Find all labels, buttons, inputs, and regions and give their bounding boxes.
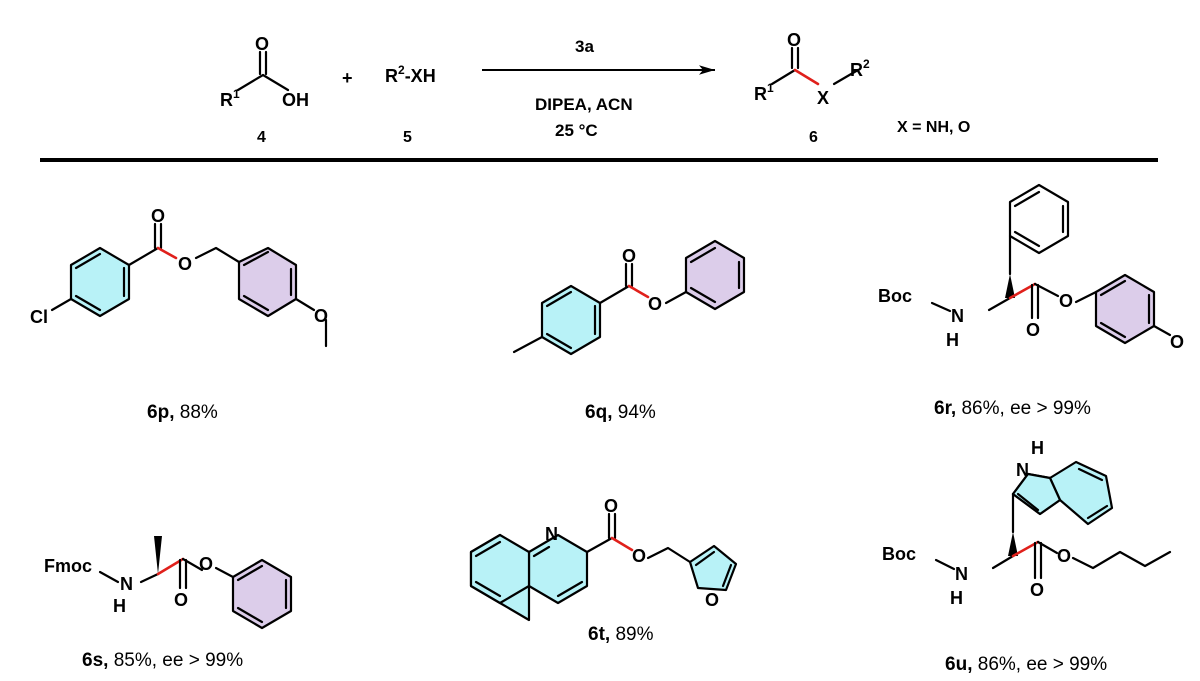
conditions-line-1: DIPEA, ACN	[535, 95, 633, 114]
amide-hydrogen: H	[946, 330, 959, 350]
reactant-r2-xh: R2-XH	[385, 63, 436, 86]
carbonyl-oxygen: O	[174, 590, 188, 610]
reactant-carboxylic-acid: O R1 OH	[220, 34, 309, 110]
compound-number-5: 5	[403, 129, 412, 146]
carbonyl-oxygen: O	[622, 246, 636, 266]
hydroxyl-label: OH	[282, 90, 309, 110]
compound-number-6: 6	[809, 129, 818, 146]
ester-oxygen: O	[178, 254, 192, 274]
amide-hydrogen: H	[950, 588, 963, 608]
product-x: X	[817, 88, 829, 108]
product-r1: R1	[754, 81, 774, 104]
amide-nitrogen: N	[951, 306, 964, 326]
caption-6s: 6s, 85%, ee > 99%	[82, 650, 243, 671]
x-definition: X = NH, O	[897, 119, 970, 136]
carbonyl-oxygen: O	[255, 34, 269, 54]
product-6: O R1 X R2	[754, 30, 870, 108]
carbonyl-oxygen: O	[1026, 320, 1040, 340]
amide-hydrogen: H	[113, 596, 126, 616]
structure-6p: Cl O O O	[30, 206, 328, 348]
indole-nitrogen: N	[1016, 460, 1029, 480]
methoxy-oxygen: O	[314, 306, 328, 326]
boc-label: Boc	[878, 286, 912, 306]
indole-h: H	[1031, 438, 1044, 458]
caption-6u: 6u, 86%, ee > 99%	[945, 654, 1107, 675]
structure-6q: O O	[512, 239, 746, 356]
r1-group: R1	[220, 87, 240, 110]
amide-nitrogen: N	[120, 574, 133, 594]
structure-6t: N O O O	[469, 496, 738, 622]
compound-number-4: 4	[257, 129, 266, 146]
ester-oxygen: O	[632, 546, 646, 566]
caption-6t: 6t, 89%	[588, 624, 654, 645]
structure-6s: Fmoc N H O O	[44, 536, 293, 630]
ester-oxygen: O	[199, 554, 213, 574]
reagent-label: 3a	[575, 37, 594, 56]
methoxy-oxygen: O	[1170, 332, 1184, 352]
structure-6u: H N Boc N H O O	[882, 438, 1172, 608]
boc-label: Boc	[882, 544, 916, 564]
quinoline-nitrogen: N	[545, 524, 558, 544]
conditions-line-2: 25 °C	[555, 121, 598, 140]
carbonyl-oxygen: O	[604, 496, 618, 516]
ester-oxygen: O	[1059, 291, 1073, 311]
plus-sign: +	[342, 68, 353, 88]
carbonyl-oxygen: O	[1030, 580, 1044, 600]
product-r2: R2	[850, 57, 870, 80]
ester-oxygen: O	[1057, 546, 1071, 566]
chlorine-label: Cl	[30, 307, 48, 327]
caption-6p: 6p, 88%	[147, 402, 218, 423]
caption-6r: 6r, 86%, ee > 99%	[934, 398, 1091, 419]
furan-oxygen: O	[705, 590, 719, 610]
ester-oxygen: O	[648, 294, 662, 314]
structure-6r: Boc N H O O O	[878, 183, 1184, 352]
product-carbonyl-oxygen: O	[787, 30, 801, 50]
fmoc-label: Fmoc	[44, 556, 92, 576]
amide-nitrogen: N	[955, 564, 968, 584]
carbonyl-oxygen: O	[151, 206, 165, 226]
caption-6q: 6q, 94%	[585, 402, 656, 423]
